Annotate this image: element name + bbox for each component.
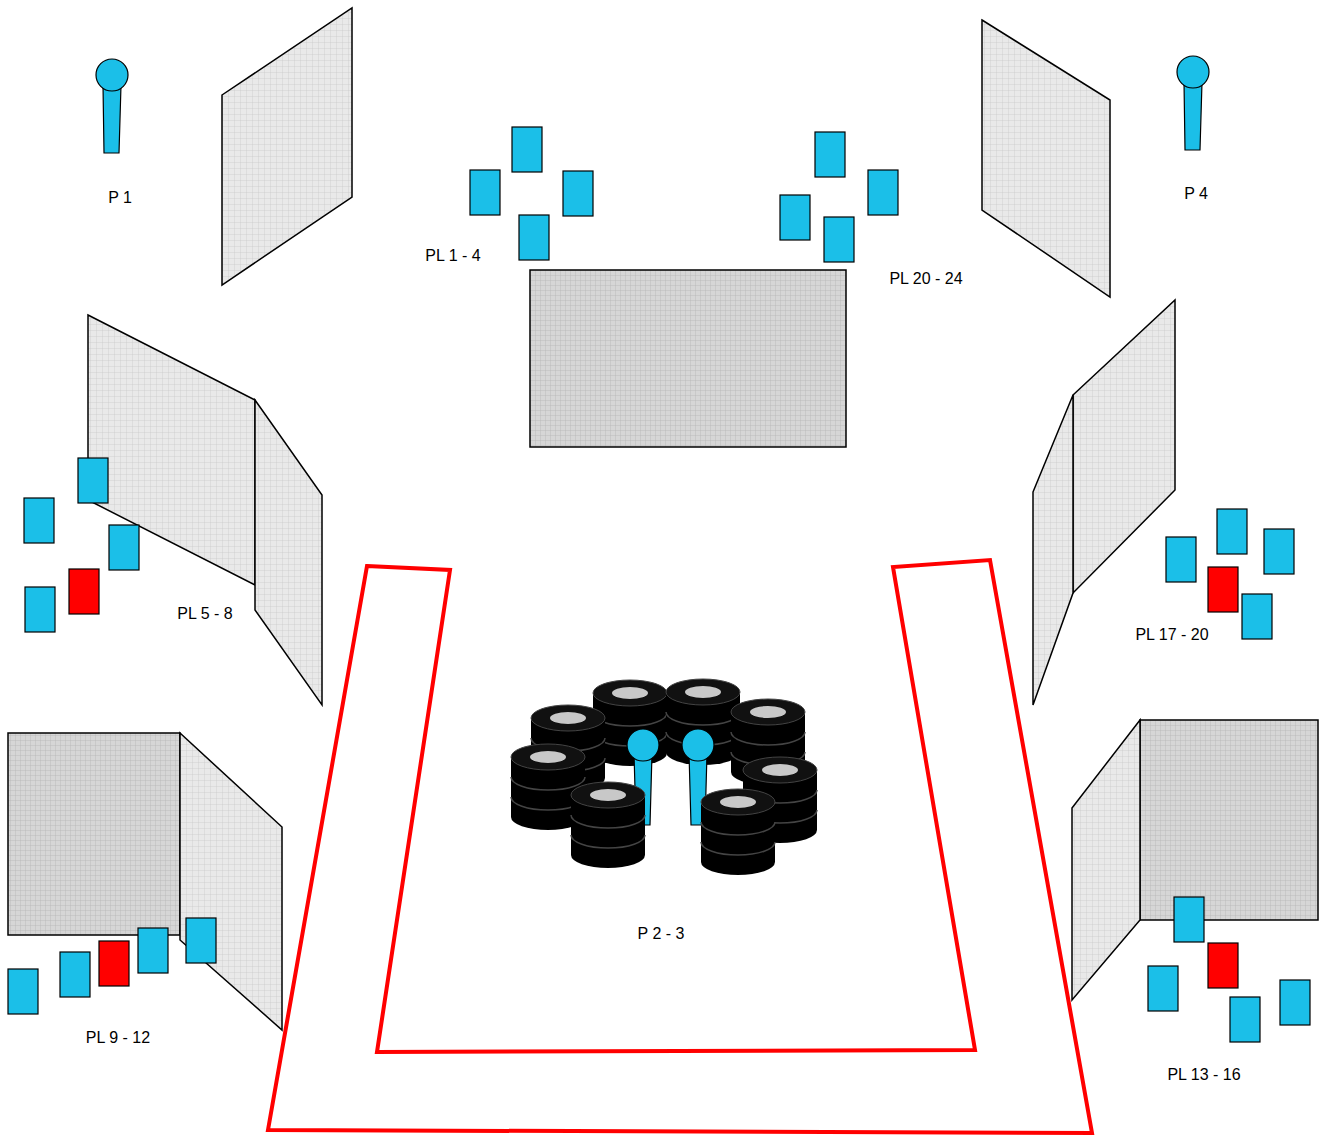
field-shape [627, 729, 659, 761]
area-label: P 1 [108, 188, 132, 207]
field-shape [682, 729, 714, 761]
barrier-panels [8, 8, 1318, 1030]
player-marker [780, 195, 810, 240]
player-marker [60, 952, 90, 997]
tire-stack [731, 699, 805, 785]
field-shape [88, 315, 255, 585]
player-marker [519, 215, 549, 260]
player-marker [138, 928, 168, 973]
player-marker [563, 171, 593, 216]
position-pins [96, 56, 1209, 153]
player-marker [1208, 943, 1238, 988]
field-shape [1073, 300, 1175, 593]
field-shape [530, 270, 846, 447]
player-marker [8, 969, 38, 1014]
area-label: PL 20 - 24 [889, 269, 962, 288]
field-shape [731, 732, 805, 745]
field-shape [222, 8, 352, 285]
field-shape [720, 796, 756, 808]
player-marker [1230, 997, 1260, 1042]
area-label: PL 1 - 4 [425, 246, 480, 265]
field-shape [530, 751, 566, 763]
player-marker [1174, 897, 1204, 942]
field-shape [571, 782, 645, 808]
player-marker [1148, 966, 1178, 1011]
field-shape [531, 705, 605, 731]
field-shape [550, 712, 586, 724]
area-label: P 2 - 3 [638, 924, 685, 943]
player-marker [109, 525, 139, 570]
tire-stack [571, 782, 645, 868]
field-shape [701, 822, 775, 835]
field-shape [666, 679, 740, 705]
field-shape [1177, 56, 1209, 88]
player-marker [25, 587, 55, 632]
field-shape [666, 712, 740, 725]
field-shape [1072, 720, 1140, 1000]
field-shape [731, 699, 805, 725]
area-label: P 4 [1184, 184, 1208, 203]
player-marker [78, 458, 108, 503]
player-marker [1208, 567, 1238, 612]
area-label: PL 9 - 12 [86, 1028, 150, 1047]
player-marker [470, 170, 500, 215]
field-shape [511, 744, 585, 770]
player-marker [815, 132, 845, 177]
field-shape [701, 789, 775, 815]
field-shape [1140, 720, 1318, 920]
field-shape [1033, 395, 1073, 705]
player-marker [99, 941, 129, 986]
player-marker [868, 170, 898, 215]
field-shape [8, 733, 180, 935]
area-label: PL 13 - 16 [1167, 1065, 1240, 1084]
tire-stack [701, 789, 775, 875]
field-shape [103, 85, 121, 153]
field-shape [750, 706, 786, 718]
player-marker [1280, 980, 1310, 1025]
start-zone-outline [268, 560, 1092, 1133]
field-shape [571, 815, 645, 828]
field-shape [1184, 82, 1202, 150]
player-marker [1217, 509, 1247, 554]
field-shape [590, 789, 626, 801]
field-shape [511, 777, 585, 790]
field-shape [982, 20, 1110, 297]
field-shape [685, 686, 721, 698]
player-marker [824, 217, 854, 262]
field-shape [612, 687, 648, 699]
player-marker [186, 918, 216, 963]
player-markers [8, 127, 1310, 1042]
tire-stack [666, 679, 740, 765]
field-shape [255, 400, 322, 705]
tire-stacks [511, 679, 817, 875]
area-label: PL 5 - 8 [177, 604, 232, 623]
field-shape [593, 680, 667, 706]
player-marker [24, 498, 54, 543]
area-label: PL 17 - 20 [1135, 625, 1208, 644]
field-shape [96, 59, 128, 91]
field-shape [571, 835, 645, 848]
player-marker [1242, 594, 1272, 639]
player-marker [1166, 537, 1196, 582]
field-shape [701, 842, 775, 855]
player-marker [512, 127, 542, 172]
field-shape [180, 733, 282, 1030]
field-shape [743, 757, 817, 783]
player-marker [1264, 529, 1294, 574]
player-marker [69, 569, 99, 614]
field-shape [762, 764, 798, 776]
